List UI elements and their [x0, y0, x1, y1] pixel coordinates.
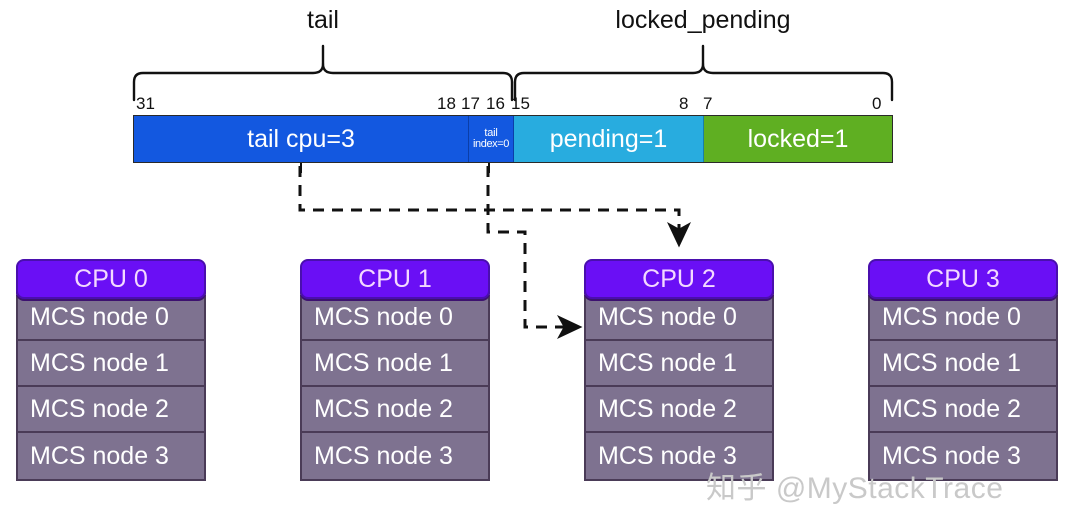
cpu-column-2[interactable]: CPU 2 MCS node 0 MCS node 1 MCS node 2 M…	[584, 259, 774, 481]
bit-number-0: 0	[872, 94, 882, 113]
mcs-node-row[interactable]: MCS node 3	[870, 433, 1056, 479]
bit-number-18: 18	[437, 94, 456, 113]
tick-mark-tail-index	[488, 163, 490, 173]
mcs-node-row[interactable]: MCS node 0	[870, 295, 1056, 341]
bitfield-locked: locked=1	[704, 116, 892, 162]
bitfield-tail-index-line1: tail	[484, 126, 498, 139]
mcs-node-row[interactable]: MCS node 0	[586, 295, 772, 341]
bitfield-tail-cpu: tail cpu=3	[134, 116, 469, 162]
qspinlock-word-bar: tail cpu=3 tail index=0 pending=1 locked…	[133, 115, 893, 163]
mcs-node-row[interactable]: MCS node 1	[870, 341, 1056, 387]
region-label-locked-pending: locked_pending	[615, 6, 791, 34]
mcs-node-row[interactable]: MCS node 3	[586, 433, 772, 479]
mcs-node-row[interactable]: MCS node 1	[302, 341, 488, 387]
cpu-column-0[interactable]: CPU 0 MCS node 0 MCS node 1 MCS node 2 M…	[16, 259, 206, 481]
mcs-node-row[interactable]: MCS node 2	[302, 387, 488, 433]
cpu-header-0[interactable]: CPU 0	[16, 259, 206, 299]
mcs-node-row[interactable]: MCS node 1	[586, 341, 772, 387]
bit-number-15: 15	[511, 94, 530, 113]
mcs-node-stack-3: MCS node 0 MCS node 1 MCS node 2 MCS nod…	[868, 295, 1058, 481]
bit-number-7: 7	[703, 94, 713, 113]
bit-number-31: 31	[136, 94, 155, 113]
mcs-node-row[interactable]: MCS node 3	[18, 433, 204, 479]
mcs-node-stack-0: MCS node 0 MCS node 1 MCS node 2 MCS nod…	[16, 295, 206, 481]
bit-number-16: 16	[486, 94, 505, 113]
mcs-node-row[interactable]: MCS node 2	[586, 387, 772, 433]
cpu-header-3[interactable]: CPU 3	[868, 259, 1058, 299]
mcs-node-row[interactable]: MCS node 1	[18, 341, 204, 387]
mcs-node-row[interactable]: MCS node 2	[870, 387, 1056, 433]
bit-number-17: 17	[461, 94, 480, 113]
bitfield-pending: pending=1	[514, 116, 704, 162]
cpu-header-2[interactable]: CPU 2	[584, 259, 774, 299]
mcs-node-stack-2: MCS node 0 MCS node 1 MCS node 2 MCS nod…	[584, 295, 774, 481]
cpu-column-1[interactable]: CPU 1 MCS node 0 MCS node 1 MCS node 2 M…	[300, 259, 490, 481]
cpu-header-1[interactable]: CPU 1	[300, 259, 490, 299]
tick-mark-tail-cpu	[300, 163, 302, 173]
region-label-tail: tail	[307, 6, 339, 34]
mcs-node-row[interactable]: MCS node 0	[302, 295, 488, 341]
bitfield-tail-index-line2: index=0	[472, 138, 510, 150]
mcs-node-row[interactable]: MCS node 2	[18, 387, 204, 433]
mcs-node-stack-1: MCS node 0 MCS node 1 MCS node 2 MCS nod…	[300, 295, 490, 481]
mcs-node-row[interactable]: MCS node 3	[302, 433, 488, 479]
bitfield-tail-index: tail index=0	[469, 116, 514, 162]
cpu-column-3[interactable]: CPU 3 MCS node 0 MCS node 1 MCS node 2 M…	[868, 259, 1058, 481]
mcs-node-row[interactable]: MCS node 0	[18, 295, 204, 341]
bit-number-8: 8	[679, 94, 689, 113]
